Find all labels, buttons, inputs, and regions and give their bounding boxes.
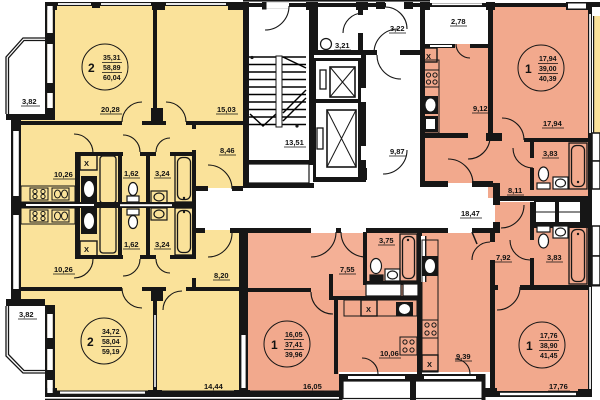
svg-text:2: 2 [87,335,94,349]
svg-text:3,21: 3,21 [335,41,350,50]
svg-text:34,72: 34,72 [102,329,120,336]
svg-text:1: 1 [526,339,533,353]
svg-text:X: X [426,52,431,61]
svg-text:10,26: 10,26 [54,170,73,179]
svg-text:3,83: 3,83 [547,253,562,262]
svg-text:8,46: 8,46 [220,146,235,155]
svg-text:1: 1 [271,338,278,352]
svg-text:X: X [84,245,89,254]
svg-text:41,45: 41,45 [540,353,558,360]
svg-text:37,41: 37,41 [285,342,303,349]
svg-text:17,76: 17,76 [540,333,558,340]
svg-text:X: X [366,305,371,314]
svg-text:14,44: 14,44 [204,382,224,391]
svg-text:1,62: 1,62 [124,240,139,249]
svg-text:16,05: 16,05 [285,332,303,339]
svg-text:58,04: 58,04 [102,339,120,346]
svg-text:3,82: 3,82 [22,97,37,106]
svg-text:7,92: 7,92 [496,253,511,262]
svg-text:10,26: 10,26 [54,265,73,274]
svg-text:9,87: 9,87 [390,147,405,156]
svg-text:3,24: 3,24 [155,240,170,249]
svg-text:10,06: 10,06 [380,349,399,358]
svg-text:7,55: 7,55 [340,265,355,274]
svg-text:3,22: 3,22 [390,24,405,33]
svg-text:17,94: 17,94 [543,119,563,128]
svg-text:17,76: 17,76 [549,382,568,391]
svg-text:2: 2 [88,61,95,75]
svg-text:39,96: 39,96 [285,352,303,359]
svg-text:15,03: 15,03 [217,105,236,114]
svg-text:58,89: 58,89 [103,65,121,72]
svg-text:13,51: 13,51 [285,138,304,147]
svg-text:35,31: 35,31 [103,55,121,62]
svg-text:2,78: 2,78 [451,17,466,26]
svg-text:3,24: 3,24 [155,169,170,178]
svg-text:16,05: 16,05 [303,382,322,391]
svg-text:9,12: 9,12 [473,104,488,113]
svg-text:18,47: 18,47 [461,209,480,218]
svg-text:9,39: 9,39 [456,352,471,361]
svg-text:3,83: 3,83 [543,149,558,158]
svg-text:59,19: 59,19 [102,349,120,356]
svg-text:1: 1 [525,62,532,76]
svg-text:17,94: 17,94 [539,56,557,63]
svg-text:1,62: 1,62 [124,169,139,178]
svg-text:38,90: 38,90 [540,343,558,350]
svg-text:8,20: 8,20 [214,271,229,280]
svg-text:39,00: 39,00 [539,66,557,73]
svg-text:60,04: 60,04 [103,75,121,82]
svg-text:X: X [84,159,89,168]
svg-text:40,39: 40,39 [539,76,557,83]
svg-text:X: X [427,360,432,369]
svg-text:8,11: 8,11 [508,186,522,195]
svg-text:3,75: 3,75 [379,236,394,245]
svg-text:20,28: 20,28 [101,105,120,114]
svg-text:3,82: 3,82 [19,310,34,319]
